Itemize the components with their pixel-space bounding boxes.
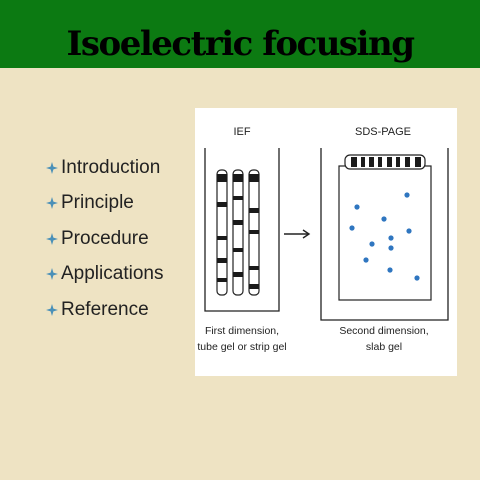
sds-page-caption-line-1: Second dimension, — [339, 325, 428, 337]
bullet-label: Introduction — [61, 156, 161, 178]
protein-spot — [388, 245, 394, 251]
bullet-label: Reference — [61, 298, 149, 320]
ief-sds-page-figure: IEF — [195, 108, 457, 376]
bullet-item-introduction[interactable]: Introduction — [46, 150, 196, 186]
sds-page-caption-line-2: slab gel — [366, 341, 402, 353]
protein-spot — [354, 204, 360, 210]
protein-spot — [406, 228, 412, 234]
diamond-bullet-icon — [46, 303, 58, 316]
right-arrow-icon — [284, 229, 311, 239]
bullet-item-applications[interactable]: Applications — [46, 257, 196, 293]
protein-spot — [387, 267, 393, 273]
ief-tube-gel — [248, 169, 260, 296]
ief-tube-gel — [232, 169, 244, 296]
bullet-item-procedure[interactable]: Procedure — [46, 221, 196, 257]
ief-caption-line-2: tube gel or strip gel — [197, 341, 286, 353]
diamond-bullet-icon — [46, 232, 58, 245]
bullet-item-reference[interactable]: Reference — [46, 292, 196, 328]
protein-spot — [369, 241, 375, 247]
diamond-bullet-icon — [46, 161, 58, 174]
protein-spot — [414, 275, 420, 281]
ief-tube-gel — [216, 169, 228, 296]
figure-drawing: IEF — [197, 126, 449, 353]
ief-panel-title: IEF — [233, 126, 250, 138]
bullet-list: Introduction Principle Procedure Applica… — [46, 150, 196, 328]
slide-title: Isoelectric focusing — [66, 24, 415, 64]
bullet-label: Applications — [61, 263, 164, 285]
bullet-item-principle[interactable]: Principle — [46, 186, 196, 222]
ief-tank — [204, 148, 280, 312]
protein-spot — [404, 192, 410, 198]
sds-page-tank — [320, 148, 449, 321]
sds-page-panel-title: SDS-PAGE — [355, 126, 411, 138]
protein-spots — [349, 192, 420, 281]
ief-strip-bands — [351, 157, 421, 167]
header-band — [0, 0, 480, 68]
bullet-label: Principle — [61, 192, 134, 214]
protein-spot — [363, 257, 369, 263]
protein-spot — [388, 235, 394, 241]
protein-spot — [349, 225, 355, 231]
bullet-label: Procedure — [61, 227, 149, 249]
diamond-bullet-icon — [46, 268, 58, 281]
protein-spot — [381, 216, 387, 222]
ief-caption-line-1: First dimension, — [205, 325, 279, 337]
diamond-bullet-icon — [46, 197, 58, 210]
